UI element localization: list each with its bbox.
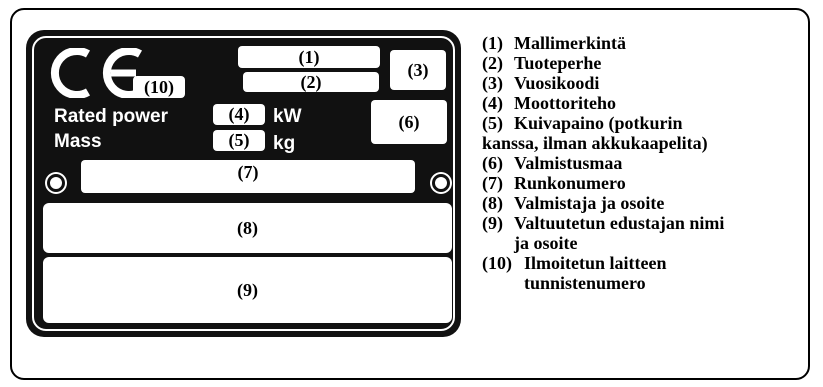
rated-power-label: Rated power bbox=[54, 106, 169, 127]
legend-text: Moottoriteho bbox=[514, 93, 616, 113]
legend-text: Mallimerkintä bbox=[514, 33, 626, 53]
legend-item: (6) Valmistusmaa bbox=[482, 153, 812, 173]
mass-label: Mass bbox=[54, 131, 102, 152]
legend-text: Tuoteperhe bbox=[514, 53, 602, 73]
legend-item: (9) Valtuutetun edustajan nimi bbox=[482, 213, 812, 233]
legend-num: (7) bbox=[482, 173, 503, 193]
field-9-label: (9) bbox=[237, 279, 258, 300]
legend-item: (3) Vuosikoodi bbox=[482, 73, 812, 93]
legend-text: Valmistaja ja osoite bbox=[514, 193, 665, 213]
field-8-label: (8) bbox=[237, 217, 258, 238]
legend-text: tunnistenumero bbox=[524, 273, 646, 293]
field-10-label: (10) bbox=[144, 76, 174, 97]
kw-unit: kW bbox=[273, 106, 302, 127]
ce-mark-icon bbox=[50, 48, 143, 98]
legend-item: (10) Ilmoitetun laitteen bbox=[482, 253, 812, 273]
field-6-label: (6) bbox=[398, 111, 420, 132]
field-5: (5) bbox=[213, 130, 265, 151]
legend-num: (5) bbox=[482, 113, 503, 133]
legend-num: (3) bbox=[482, 73, 503, 93]
mounting-hole-right-icon bbox=[432, 174, 450, 192]
field-5-label: (5) bbox=[228, 130, 250, 150]
legend-item-continuation: ja osoite bbox=[482, 233, 812, 253]
nameplate-border bbox=[32, 36, 455, 331]
legend-num: (4) bbox=[482, 93, 503, 113]
legend-num: (9) bbox=[482, 213, 503, 233]
legend-text: Kuivapaino (potkurin bbox=[514, 113, 683, 133]
legend-num: (2) bbox=[482, 53, 503, 73]
legend-text: Valtuutetun edustajan nimi bbox=[514, 213, 725, 233]
field-1: (1) bbox=[238, 46, 380, 68]
field-4-label: (4) bbox=[228, 104, 250, 124]
legend-num: (6) bbox=[482, 153, 503, 173]
field-10: (10) bbox=[133, 76, 185, 98]
field-3-label: (3) bbox=[407, 59, 429, 80]
field-1-label: (1) bbox=[298, 46, 320, 67]
legend-item-continuation: tunnistenumero bbox=[482, 273, 812, 293]
field-9: (9) bbox=[43, 257, 452, 323]
kg-unit: kg bbox=[273, 133, 296, 154]
legend-item: (7) Runkonumero bbox=[482, 173, 812, 193]
legend-text: Valmistusmaa bbox=[514, 153, 623, 173]
legend-text: ja osoite bbox=[514, 233, 578, 253]
legend: (1) Mallimerkintä (2) Tuoteperhe (3) Vuosik… bbox=[482, 33, 812, 293]
field-8: (8) bbox=[43, 203, 452, 253]
legend-text: Runkonumero bbox=[514, 173, 626, 193]
field-6: (6) bbox=[371, 100, 447, 144]
legend-item: (2) Tuoteperhe bbox=[482, 53, 812, 73]
legend-item: (4) Moottoriteho bbox=[482, 93, 812, 113]
legend-item-continuation: kanssa, ilman akkukaapelita) bbox=[482, 133, 812, 153]
legend-num: (1) bbox=[482, 33, 503, 53]
field-7-label: (7) bbox=[237, 162, 259, 182]
outer-frame bbox=[10, 8, 810, 380]
field-2: (2) bbox=[243, 72, 379, 92]
legend-num: (10) bbox=[482, 253, 512, 273]
legend-num: (8) bbox=[482, 193, 503, 213]
field-3: (3) bbox=[390, 50, 446, 90]
field-2-label: (2) bbox=[300, 71, 322, 92]
legend-item: (5) Kuivapaino (potkurin bbox=[482, 113, 812, 133]
legend-item: (1) Mallimerkintä bbox=[482, 33, 812, 53]
field-7: (7) bbox=[81, 160, 415, 193]
legend-text: Vuosikoodi bbox=[514, 73, 600, 93]
mounting-hole-left-icon bbox=[47, 174, 65, 192]
legend-text: Ilmoitetun laitteen bbox=[524, 253, 667, 273]
legend-item: (8) Valmistaja ja osoite bbox=[482, 193, 812, 213]
field-4: (4) bbox=[213, 104, 265, 125]
legend-text: kanssa, ilman akkukaapelita) bbox=[482, 133, 708, 153]
